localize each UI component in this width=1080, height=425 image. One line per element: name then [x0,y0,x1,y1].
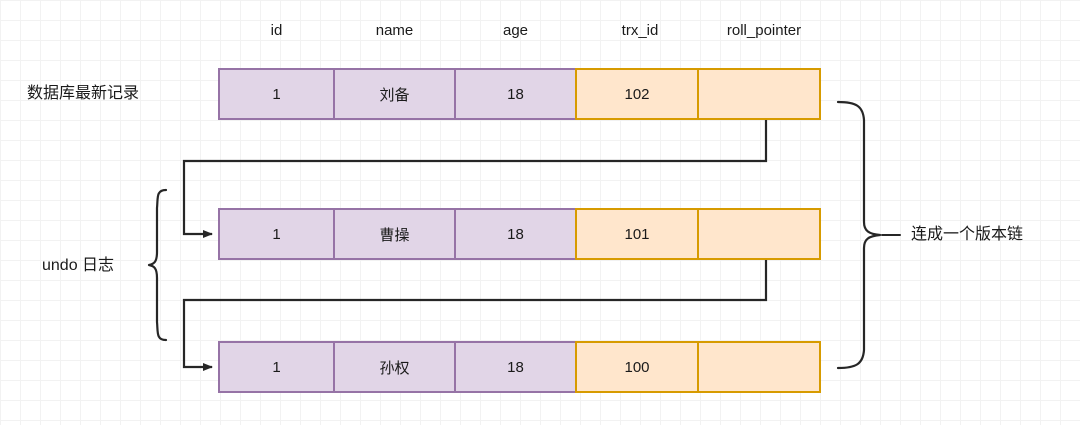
undo-log-row-1-cell-trx-id: 101 [575,208,699,260]
latest-record-cell-trx-id: 102 [575,68,699,120]
undo-log-row-2-cell-age: 18 [454,341,577,393]
latest-record-cell-age: 18 [454,68,577,120]
version-chain-label: 连成一个版本链 [911,226,1024,243]
undo-log-row-2-cell-id: 1 [218,341,335,393]
column-header-trx-id: trx_id [621,22,659,39]
column-header-roll-pointer: roll_pointer [726,22,802,39]
undo-log-row-1-cell-name: 曹操 [333,208,456,260]
latest-record-label: 数据库最新记录 [27,85,140,102]
undo-log-row-2-cell-roll-pointer [697,341,821,393]
undo-log-row-2-cell-trx-id: 100 [575,341,699,393]
latest-record-row: 1 刘备 18 102 [218,68,821,120]
latest-record-cell-id: 1 [218,68,335,120]
latest-record-cell-roll-pointer [697,68,821,120]
undo-log-row-2: 1 孙权 18 100 [218,341,821,393]
version-chain-brace [836,100,882,370]
undo-log-label: undo 日志 [42,257,115,274]
latest-record-cell-name: 刘备 [333,68,456,120]
undo-log-brace [147,188,168,342]
undo-log-row-1-cell-roll-pointer [697,208,821,260]
undo-log-row-1: 1 曹操 18 101 [218,208,821,260]
column-header-id: id [270,22,283,39]
column-header-name: name [375,22,414,39]
column-header-age: age [502,22,529,39]
undo-log-row-1-cell-age: 18 [454,208,577,260]
undo-log-row-1-cell-id: 1 [218,208,335,260]
undo-log-row-2-cell-name: 孙权 [333,341,456,393]
